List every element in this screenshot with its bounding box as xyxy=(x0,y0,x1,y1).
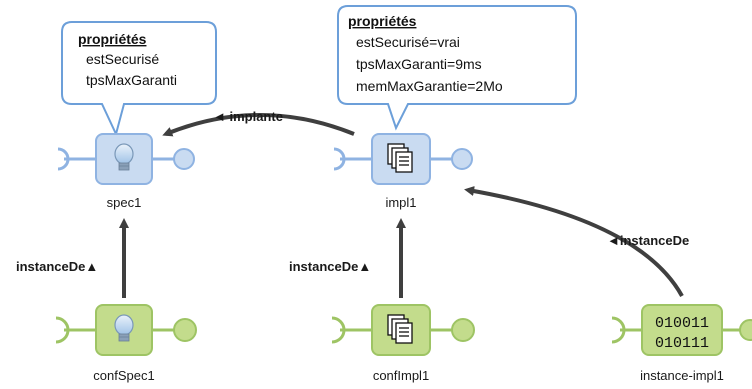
provided-interface-lollipop xyxy=(451,318,475,342)
spec-callout-line: tpsMaxGaranti xyxy=(86,72,177,88)
confspec1-label: confSpec1 xyxy=(93,368,154,383)
confimpl1-label: confImpl1 xyxy=(373,368,429,383)
confimpl-instancede-label: instanceDe▲ xyxy=(289,259,371,274)
confspec-instancede-label: instanceDe▲ xyxy=(16,259,98,274)
binary-line: 010111 xyxy=(655,335,709,352)
implante-label: ◄ implante xyxy=(213,109,283,124)
binary-code-icon: 010011 010111 xyxy=(655,315,709,352)
spec-callout-line: estSecurisé xyxy=(86,51,159,67)
impl-properties-callout: propriétés estSecurisé=vrai tpsMaxGarant… xyxy=(337,5,577,131)
instance-impl1-component[interactable]: 010011 010111 instance-impl1 xyxy=(611,304,752,383)
instance-instancede-label: ◄instanceDe xyxy=(607,233,689,248)
binary-line: 010011 xyxy=(655,315,709,332)
documents-icon xyxy=(387,314,413,344)
impl1-label: impl1 xyxy=(385,195,416,210)
provided-interface-lollipop xyxy=(739,319,752,341)
impl-callout-line: tpsMaxGaranti=9ms xyxy=(356,56,482,72)
spec1-component[interactable]: spec1 xyxy=(57,133,195,210)
impl-callout-title: propriétés xyxy=(348,13,417,29)
lightbulb-icon xyxy=(114,143,134,171)
confspec1-component[interactable]: confSpec1 xyxy=(55,304,197,383)
provided-interface-lollipop xyxy=(173,318,197,342)
documents-icon xyxy=(387,143,413,173)
impl-callout-line: estSecurisé=vrai xyxy=(356,34,460,50)
confimpl1-component[interactable]: confImpl1 xyxy=(331,304,475,383)
provided-interface-lollipop xyxy=(451,148,473,170)
spec-properties-callout: propriétés estSecurisé tpsMaxGaranti xyxy=(61,21,217,137)
lightbulb-icon xyxy=(114,314,134,342)
instance-instancede-arrow xyxy=(464,186,684,297)
spec1-label: spec1 xyxy=(107,195,142,210)
instance-impl1-label: instance-impl1 xyxy=(640,368,724,383)
impl1-component[interactable]: impl1 xyxy=(333,133,473,210)
provided-interface-lollipop xyxy=(173,148,195,170)
spec-callout-title: propriétés xyxy=(78,31,147,47)
impl-callout-line: memMaxGarantie=2Mo xyxy=(356,78,503,94)
implante-arrow xyxy=(162,113,355,137)
